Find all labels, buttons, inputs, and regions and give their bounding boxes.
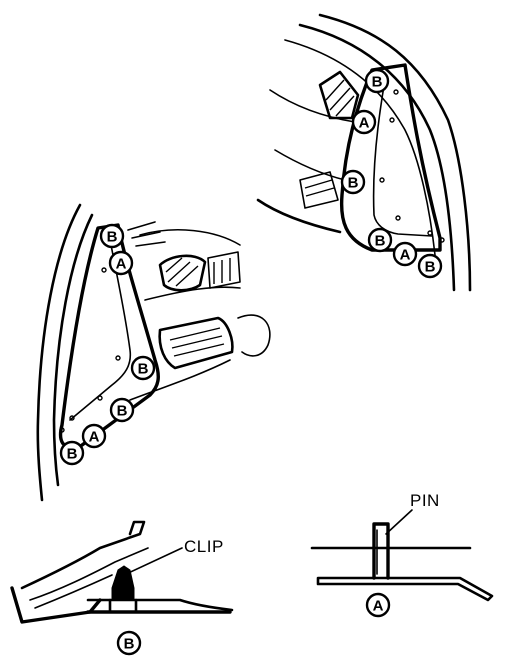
marker-b: B	[109, 397, 135, 423]
svg-text:B: B	[348, 175, 359, 192]
left-vent	[158, 254, 207, 292]
clip-body	[111, 565, 135, 601]
left-dash-line	[144, 286, 241, 301]
right-windshield-edge-outer	[318, 13, 472, 292]
left-windshield-edge-outer	[36, 203, 82, 502]
marker-a: A	[392, 241, 418, 267]
svg-text:B: B	[124, 636, 135, 653]
svg-text:A: A	[400, 247, 411, 264]
clip-leader-line	[123, 547, 183, 576]
left-panel-view: B A B B A B	[36, 203, 271, 502]
svg-text:B: B	[138, 361, 149, 378]
right-clip-dots	[379, 89, 445, 243]
pin-shaft	[372, 522, 390, 580]
marker-a: A	[351, 109, 377, 135]
marker-b: B	[59, 440, 85, 466]
clip-panel-upper	[20, 520, 146, 590]
right-windshield-edge-inner	[298, 23, 456, 292]
right-trim-inner	[372, 79, 433, 237]
left-lower-vent	[158, 316, 234, 370]
right-dash-line-1	[269, 89, 356, 123]
right-trim-panel	[339, 63, 442, 252]
svg-text:B: B	[107, 229, 118, 246]
left-round-knob	[237, 314, 271, 357]
svg-text:B: B	[117, 403, 128, 420]
right-vent-hatch	[325, 79, 355, 117]
right-pillar-line	[284, 39, 436, 256]
left-clip-dots	[59, 267, 121, 433]
svg-text:A: A	[359, 115, 370, 132]
pin-leader-line	[385, 509, 413, 535]
svg-text:A: A	[116, 256, 127, 273]
detail-a-pin: PIN A	[310, 491, 494, 618]
left-dash-top	[139, 229, 241, 246]
left-vent-hatch	[165, 257, 199, 287]
marker-b: B	[340, 169, 366, 195]
pin-bracket	[316, 576, 494, 602]
pin-label: PIN	[410, 491, 440, 510]
svg-text:A: A	[373, 598, 384, 615]
left-vent-right	[207, 251, 241, 289]
marker-b: B	[99, 223, 125, 249]
marker-b: B	[417, 253, 443, 279]
marker-b: B	[367, 227, 393, 253]
svg-text:B: B	[67, 446, 78, 463]
marker-a: A	[365, 592, 391, 618]
detail-b-clip: CLIP B	[10, 520, 234, 656]
svg-text:A: A	[89, 429, 100, 446]
marker-b: B	[116, 630, 142, 656]
right-dash-edge	[256, 198, 342, 234]
clip-panel-lower	[10, 586, 102, 624]
right-panel-view: B A B B A B	[256, 13, 472, 292]
right-lower-vent-hatch	[304, 179, 335, 197]
left-vent-right-hatch	[213, 258, 231, 284]
marker-b: B	[130, 355, 156, 381]
clip-panel-inner	[34, 574, 113, 609]
left-motion-lines	[127, 221, 166, 247]
marker-b: B	[364, 68, 390, 94]
marker-a: A	[108, 250, 134, 276]
svg-text:B: B	[425, 259, 436, 276]
right-vent	[318, 70, 360, 120]
left-lower-vent-hatch	[169, 327, 225, 357]
svg-text:B: B	[372, 74, 383, 91]
left-dash-bottom	[129, 359, 231, 401]
clip-base-line	[86, 598, 234, 612]
right-dash-line-2	[274, 149, 346, 181]
right-lower-vent	[299, 171, 339, 209]
clip-legs	[108, 598, 138, 614]
svg-text:B: B	[375, 233, 386, 250]
marker-a: A	[81, 423, 107, 449]
left-windshield-edge-inner	[52, 213, 94, 487]
clip-label: CLIP	[184, 537, 224, 556]
clip-panel-middle	[29, 547, 149, 601]
